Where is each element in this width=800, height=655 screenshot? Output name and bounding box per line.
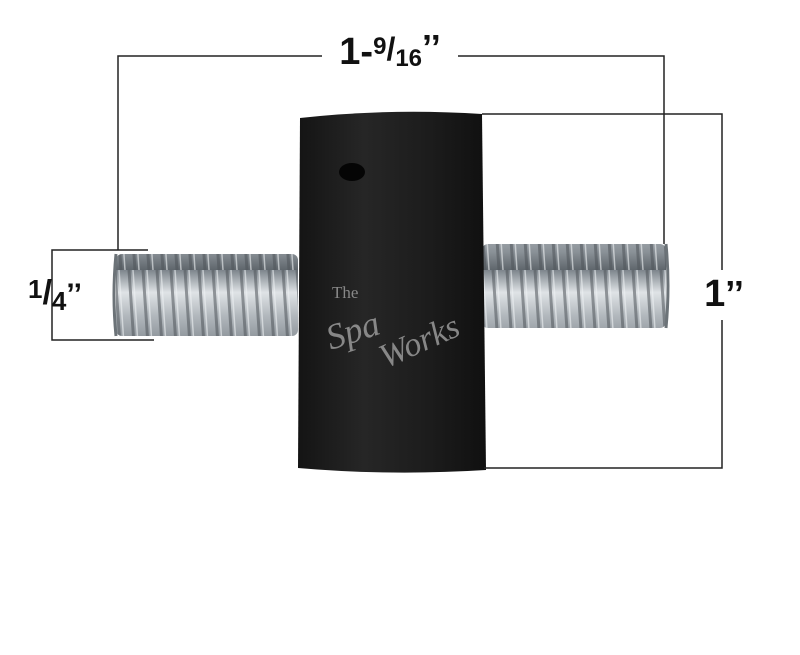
overall-length-bracket [117,55,665,250]
body-diameter-bracket [482,113,723,469]
thread-diameter-label: 1/4’’ [28,274,82,316]
rubber-cylinder [298,111,486,473]
right-threaded-stud [482,243,670,329]
mold-mark [339,163,365,181]
overall-length-label: 1-9/16’’ [339,27,440,73]
left-threaded-stud [112,253,298,337]
right-stud-body [482,244,666,328]
left-stud-body [116,254,298,336]
rubber-body [298,111,486,473]
body-diameter-label: 1’’ [704,273,744,315]
thread-diameter-bracket [51,249,154,341]
watermark-small-text: The [332,283,358,302]
